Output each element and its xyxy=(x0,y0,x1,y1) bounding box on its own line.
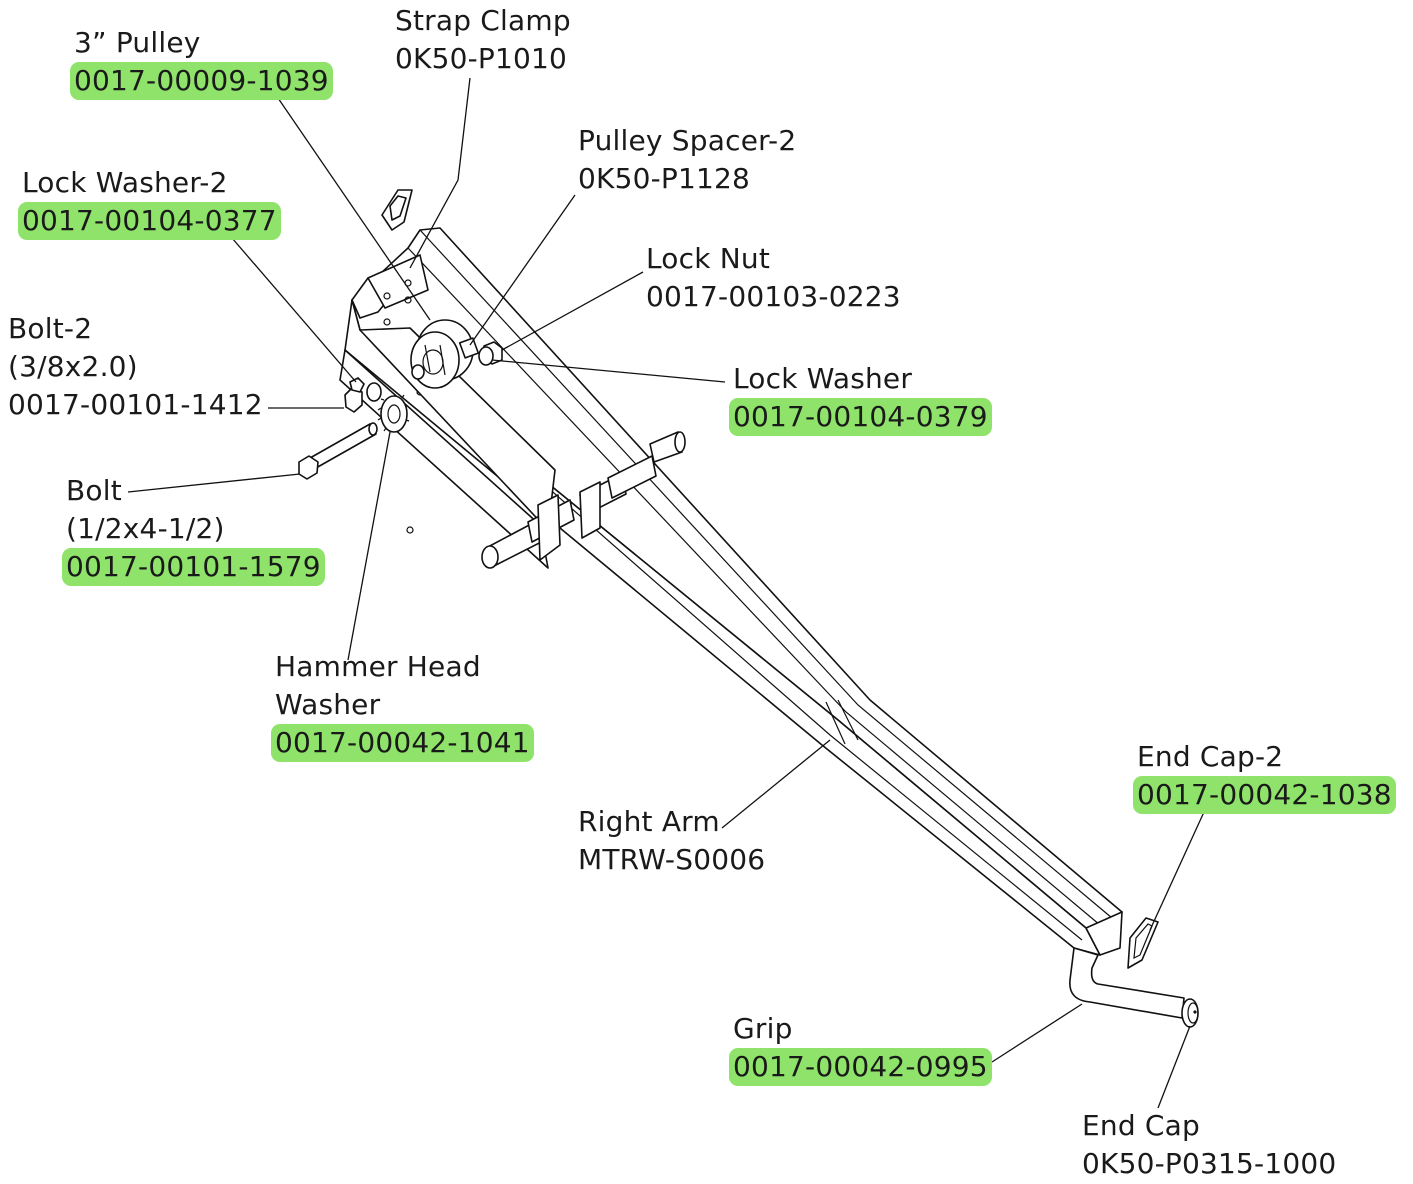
callout-bolt: Bolt (1/2x4-1/2) 0017-00101-1579 xyxy=(62,472,325,586)
callout-lock-washer-2: Lock Washer-2 0017-00104-0377 xyxy=(18,164,281,240)
callout-lock-nut: Lock Nut 0017-00103-0223 xyxy=(646,240,901,316)
callout-part-number: 0017-00042-1041 xyxy=(271,724,534,762)
bolt-drawing xyxy=(298,422,378,480)
leader-right-arm xyxy=(721,739,831,829)
callout-hammer-head-washer: Hammer Head Washer 0017-00042-1041 xyxy=(271,648,534,762)
callout-name: End Cap-2 xyxy=(1137,740,1284,773)
callout-pulley-spacer: Pulley Spacer-2 0K50-P1128 xyxy=(578,122,796,198)
peg-drawings xyxy=(481,431,686,569)
callout-end-cap: End Cap 0K50-P0315-1000 xyxy=(1082,1107,1336,1183)
callout-name: 3” Pulley xyxy=(74,26,201,59)
callout-name: Hammer Head xyxy=(275,650,481,683)
leader-lines xyxy=(127,77,1205,1109)
callout-name: Lock Washer xyxy=(733,362,913,395)
leader-grip xyxy=(991,1003,1083,1063)
end-cap-2-drawing xyxy=(1127,917,1159,969)
callout-name: End Cap xyxy=(1082,1109,1200,1142)
callout-part-number: 0K50-P1128 xyxy=(578,162,751,195)
leader-pulley xyxy=(277,97,431,321)
callout-name: Pulley Spacer-2 xyxy=(578,124,797,157)
leader-lock-nut xyxy=(501,271,644,351)
callout-name: Grip xyxy=(733,1012,793,1045)
leader-lock-washer-2 xyxy=(231,237,357,383)
callout-part-number: 0017-00104-0379 xyxy=(729,398,992,436)
leader-end-cap-2 xyxy=(1149,811,1205,931)
callout-name: Bolt xyxy=(66,474,122,507)
callout-name: Lock Washer-2 xyxy=(22,166,228,199)
callout-part-number: 0K50-P1010 xyxy=(395,42,568,75)
callout-part-number: MTRW-S0006 xyxy=(578,843,766,876)
callout-strap-clamp: Strap Clamp 0K50-P1010 xyxy=(395,2,571,78)
callout-end-cap-2: End Cap-2 0017-00042-1038 xyxy=(1133,738,1396,814)
bolt-2-drawing xyxy=(344,377,382,413)
callout-part-number: 0017-00103-0223 xyxy=(646,280,901,313)
hammer-head-washer-drawing xyxy=(377,394,410,433)
callout-part-number: 0017-00101-1412 xyxy=(8,388,263,421)
callout-right-arm: Right Arm MTRW-S0006 xyxy=(578,803,765,879)
leader-end-cap xyxy=(1157,1025,1191,1109)
callout-spec: (3/8x2.0) xyxy=(8,350,138,383)
callout-part-number: 0017-00101-1579 xyxy=(62,548,325,586)
callout-name: Bolt-2 xyxy=(8,312,93,345)
leader-strap-clamp xyxy=(409,77,471,269)
lock-nut-drawing xyxy=(478,341,503,366)
callout-name: Strap Clamp xyxy=(395,4,571,37)
callout-lock-washer: Lock Washer 0017-00104-0379 xyxy=(729,360,992,436)
leader-pulley-spacer xyxy=(469,194,576,346)
callout-name: Right Arm xyxy=(578,805,720,838)
strap-clamp-drawing xyxy=(381,189,413,231)
callout-part-number: 0K50-P0315-1000 xyxy=(1082,1147,1337,1180)
pulley-drawing xyxy=(410,319,480,389)
callout-name-line-2: Washer xyxy=(275,688,381,721)
callout-part-number: 0017-00042-0995 xyxy=(729,1048,992,1086)
callout-spec: (1/2x4-1/2) xyxy=(66,512,225,545)
callout-part-number: 0017-00042-1038 xyxy=(1133,776,1396,814)
callout-part-number: 0017-00104-0377 xyxy=(18,202,281,240)
leader-bolt xyxy=(127,473,301,493)
callout-grip: Grip 0017-00042-0995 xyxy=(729,1010,992,1086)
callout-part-number: 0017-00009-1039 xyxy=(70,62,333,100)
right-arm-drawing xyxy=(339,227,1123,956)
callout-pulley: 3” Pulley 0017-00009-1039 xyxy=(70,24,333,100)
leader-lock-washer xyxy=(491,359,726,383)
leader-hammer-head-washer xyxy=(347,431,391,661)
callout-bolt-2: Bolt-2 (3/8x2.0) 0017-00101-1412 xyxy=(8,310,263,424)
callout-name: Lock Nut xyxy=(646,242,771,275)
